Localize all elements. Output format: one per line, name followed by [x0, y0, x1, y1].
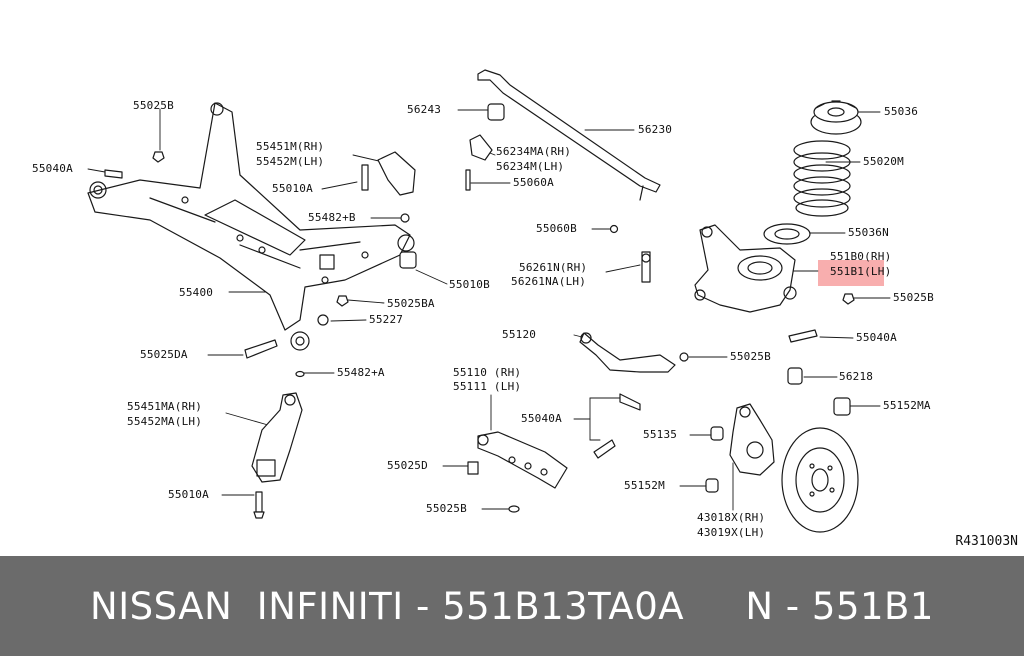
label-55452M: 55452M(LH)	[256, 155, 325, 168]
label-55036N: 55036N	[848, 226, 889, 239]
label-56234M: 56234M(LH)	[496, 160, 565, 173]
link-55120	[579, 332, 676, 373]
highlight-box	[818, 260, 884, 286]
label-55010B: 55010B	[449, 278, 490, 291]
leader-lines	[87, 108, 891, 511]
arm-55110	[477, 431, 568, 489]
label-55060A: 55060A	[513, 176, 554, 189]
label-55025B-right: 55025B	[893, 291, 934, 304]
label-55010A-bottom: 55010A	[168, 488, 209, 501]
label-55010A-top: 55010A	[272, 182, 313, 195]
brake-disc	[781, 427, 859, 533]
coil-spring-55020M	[793, 140, 851, 217]
stabilizer-link-56261N	[641, 251, 651, 283]
label-55110: 55110 (RH)	[453, 366, 522, 379]
label-55152MA: 55152MA	[883, 399, 931, 412]
bracket-55451M	[377, 151, 416, 196]
label-55451MA: 55451MA(RH)	[127, 400, 203, 413]
label-55482-bottom: 55482+A	[337, 366, 385, 379]
label-56261NA: 56261NA(LH)	[511, 275, 587, 288]
label-55482-top: 55482+B	[308, 211, 356, 224]
diagram-drawing	[87, 69, 891, 533]
label-43019X: 43019X(LH)	[697, 526, 766, 539]
diagram-reference-code: R431003N	[955, 534, 1018, 549]
banner-text: NISSAN INFINITI - 551B13TA0A N - 551B1	[90, 584, 934, 628]
stabilizer-bar-56230	[477, 69, 661, 193]
knuckle-43018X	[729, 403, 775, 476]
lower-seat-55036N	[763, 223, 811, 245]
label-551B1: 551B1(LH)	[830, 265, 892, 278]
bracket-56234M	[469, 134, 493, 161]
label-56218: 56218	[839, 370, 874, 383]
label-55452MA: 55452MA(LH)	[127, 415, 203, 428]
label-55135: 55135	[643, 428, 678, 441]
spring-seat-55036	[810, 100, 862, 135]
label-55036: 55036	[884, 105, 919, 118]
label-55025DA: 55025DA	[140, 348, 188, 361]
parts-diagram: 55025B 55040A 55451M(RH) 55452M(LH) 5501…	[32, 69, 1018, 549]
label-56261N: 56261N(RH)	[519, 261, 588, 274]
link-55451MA	[251, 392, 303, 483]
label-55025B-mid: 55025B	[730, 350, 771, 363]
label-55040A-right: 55040A	[856, 331, 897, 344]
label-55025BA: 55025BA	[387, 297, 435, 310]
label-55040A-mid: 55040A	[521, 412, 562, 425]
label-55120: 55120	[502, 328, 537, 341]
part-number-banner: NISSAN INFINITI - 551B13TA0A N - 551B1	[0, 556, 1024, 656]
label-55451M: 55451M(RH)	[256, 140, 325, 153]
label-56230: 56230	[638, 123, 673, 136]
bushing-56243	[487, 103, 505, 121]
label-56243: 56243	[407, 103, 442, 116]
label-55152M: 55152M	[624, 479, 665, 492]
label-55040A-left: 55040A	[32, 162, 73, 175]
label-43018X: 43018X(RH)	[697, 511, 766, 524]
label-55020M: 55020M	[863, 155, 904, 168]
label-55060B: 55060B	[536, 222, 577, 235]
label-55400: 55400	[179, 286, 214, 299]
label-55025D: 55025D	[387, 459, 428, 472]
lower-arm-551B1	[694, 224, 797, 313]
fasteners	[104, 151, 417, 519]
label-55025B-bottom: 55025B	[426, 502, 467, 515]
label-55227: 55227	[369, 313, 404, 326]
label-56234MA: 56234MA(RH)	[496, 145, 572, 158]
label-55025B-top: 55025B	[133, 99, 174, 112]
label-55111: 55111 (LH)	[453, 380, 522, 393]
label-551B0: 551B0(RH)	[830, 250, 892, 263]
subframe-55400	[87, 102, 415, 351]
